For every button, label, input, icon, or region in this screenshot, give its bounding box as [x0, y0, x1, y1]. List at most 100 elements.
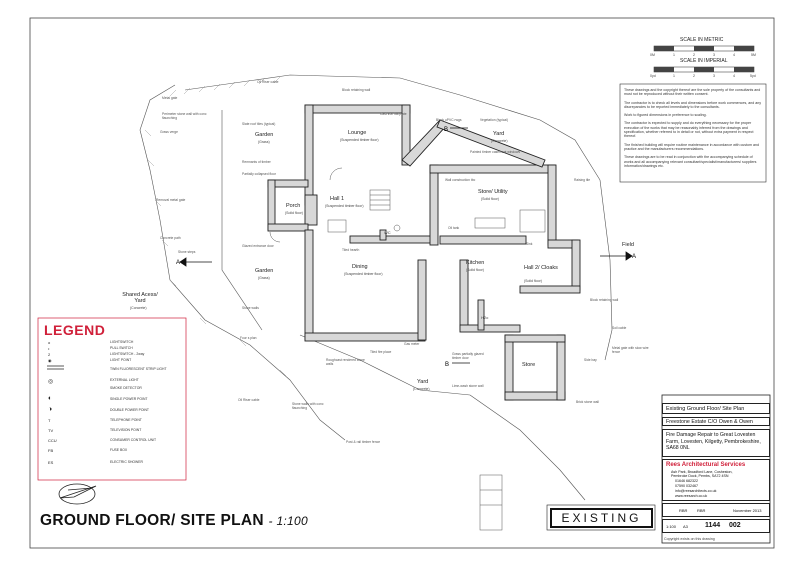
room-garden-top-sub: (Grass) [258, 140, 270, 144]
room-garden-mid: Garden [255, 268, 274, 274]
room-lounge-sub: (Suspended timber floor) [340, 138, 379, 142]
room-hall2: Hall 2/ Cloaks [524, 265, 558, 271]
legend-symbol-8: TV [48, 428, 54, 433]
room-wc: WC [384, 230, 391, 235]
room-store: Store [522, 362, 536, 368]
section-b-bottom: B [445, 362, 449, 368]
tb-date: November 2013 [733, 508, 762, 513]
drawing-title: GROUND FLOOR/ SITE PLAN - 1:100 [40, 512, 308, 530]
legend-symbol-7: T [48, 418, 51, 423]
annotation-tiled-fire-place: Tiled fire place [370, 350, 392, 354]
metric-tick-1: 1 [673, 53, 675, 57]
tb-drawn: RBR [679, 508, 688, 513]
fluorescent-light-icon [47, 365, 64, 370]
annotation-tiled-hearth: Tiled hearth [342, 248, 360, 252]
room-hall1-sub: (Suspended timber floor) [325, 204, 364, 208]
annotation-concrete-path: Concrete path [160, 236, 181, 240]
annotation-block-retaining: Block retaining wall [342, 88, 371, 92]
annotation-roughcast-rendered: Roughcast rendered stone walls [326, 358, 365, 366]
note-6: These drawings are to be read in conjunc… [624, 155, 757, 168]
imperial-tick-5: 5yd [750, 74, 756, 78]
existing-frame [546, 504, 656, 531]
metric-tick-2: 2 [693, 53, 695, 57]
annotation-raising-tile: Raising tile [574, 178, 591, 182]
annotation-remove-metal-gate: Removal metal gate [156, 198, 186, 202]
room-kitchen: Kitchen [466, 260, 485, 266]
annotation-side-bay: Side bay [584, 358, 597, 362]
annotation-perimeter-stone: Perimeter stone wall with conc flaunchin… [162, 112, 207, 120]
legend-item-smoke-detector: SMOKE DETECTOR [110, 386, 142, 390]
legend-item-fuse-box: FUSE BOX [110, 448, 128, 452]
note-1: These drawings and the copyright thereof… [624, 88, 761, 97]
tb-email: info@reesarchitects.co.uk [675, 489, 717, 493]
annotation-pernd-timber: Painted timber casement windows [470, 150, 521, 154]
note-5: The finished building will require routi… [624, 142, 760, 151]
tb-address-1: Ash Park, Broadford Lane, Cosheston, [671, 470, 733, 474]
legend-symbol-9: CCU [48, 438, 57, 443]
room-shared-yard: Shared Acess/ Yard [122, 292, 158, 304]
legend-symbol-11: ES [48, 460, 54, 465]
tb-client-cell: Freestone Estate C/O Owen & Owen [662, 417, 770, 426]
legend-item-single-power: SINGLE POWER POINT [110, 397, 148, 401]
annotation-post-rail: Post & rail timber fence [346, 440, 381, 444]
room-yard-bottom-sub: (Concrete) [413, 387, 430, 391]
annotation-grass-verge: Grass verge [160, 130, 178, 134]
legend-item-television: TELEVISION POINT [110, 428, 142, 432]
legend-symbol-6: ◑ [48, 406, 53, 413]
legend-item-telephone: TELEPHONE POINT [110, 418, 142, 422]
tb-phone-1: 01646 682322 [675, 479, 698, 483]
tb-website: www.reesarch.co.uk [675, 494, 708, 498]
room-store-utility-sub: (Solid floor) [481, 197, 499, 201]
note-2: The contractor is to check all levels an… [624, 100, 762, 109]
legend-symbol-3: ◉ [48, 358, 52, 363]
imperial-tick-3: 3 [713, 74, 715, 78]
legend-item-lightswitch-2way: LIGHTSWITCH - 2way [110, 352, 145, 356]
imperial-tick-4: 4 [733, 74, 735, 78]
imperial-tick-1: 1 [673, 74, 675, 78]
annotation-soil-cable: Soil cable [612, 326, 627, 330]
legend-item-fluorescent: TWIN FLUORESCENT STRIP LIGHT [110, 367, 167, 371]
boundary-hatching [144, 76, 287, 377]
room-yard-top: Yard [493, 131, 505, 137]
legend-symbol-10: FB [48, 448, 54, 453]
metric-tick-0: 0M [650, 53, 655, 57]
note-4: The contractor is expected to supply and… [624, 121, 754, 139]
drawing-title-text: GROUND FLOOR/ SITE PLAN [40, 512, 264, 529]
annotation-four-s-plan: Four s plan [240, 336, 257, 340]
metric-scale-bar [653, 45, 755, 52]
tb-ref-row: 1:100 A3 1144 002 [662, 519, 770, 533]
legend-symbol-1: • [48, 346, 50, 351]
legend-item-lightswitch: LIGHTSWITCH [110, 340, 134, 344]
tb-checked: RBR [697, 508, 706, 513]
room-store-utility: Store/ Utility [478, 189, 508, 195]
annotation-oil-riser: Oil Riser cable [257, 80, 279, 84]
room-hall1: Hall 1 [330, 196, 345, 202]
section-a-right: A [632, 254, 636, 260]
annotation-stone-steps: Stone steps [178, 250, 196, 254]
tb-scale: 1:100 [666, 524, 677, 529]
room-porch-sub: (Solid floor) [285, 211, 303, 215]
tb-drawing-name: Existing Ground Floor/ Site Plan [666, 406, 745, 412]
notes-box [619, 83, 767, 183]
annotation-sink: Sink [526, 242, 533, 246]
annotation-stone-walls-conc: Stone walls with conc flaunching [292, 402, 324, 410]
legend-item-light-point: LIGHT POINT [110, 358, 132, 362]
room-porch: Porch [286, 203, 301, 209]
imperial-tick-2: 2 [693, 74, 695, 78]
room-dining: Dining [352, 264, 368, 270]
drawing-notes: These drawings and the copyright thereof… [624, 88, 762, 172]
metric-tick-5: 5M [751, 53, 756, 57]
legend-symbol-5: ◐ [48, 395, 53, 402]
status-existing: EXISTING [550, 508, 653, 528]
sheet-border [29, 17, 775, 549]
legend-symbol-2: 2 [48, 352, 51, 357]
section-b-top: B [444, 127, 448, 133]
tb-copyright: Copyright exists on this drawing [664, 537, 715, 541]
annotation-glazed-entrance: Glazed entrance door [242, 244, 274, 248]
room-dining-sub: (Suspended timber floor) [344, 272, 383, 276]
annotation-slate-roof: Slate roof tiles (typical) [242, 122, 276, 126]
annotation-wall-construction: Wall construction tbc [445, 178, 476, 182]
tb-drg-no: 002 [729, 522, 741, 529]
interior-details [269, 167, 546, 531]
